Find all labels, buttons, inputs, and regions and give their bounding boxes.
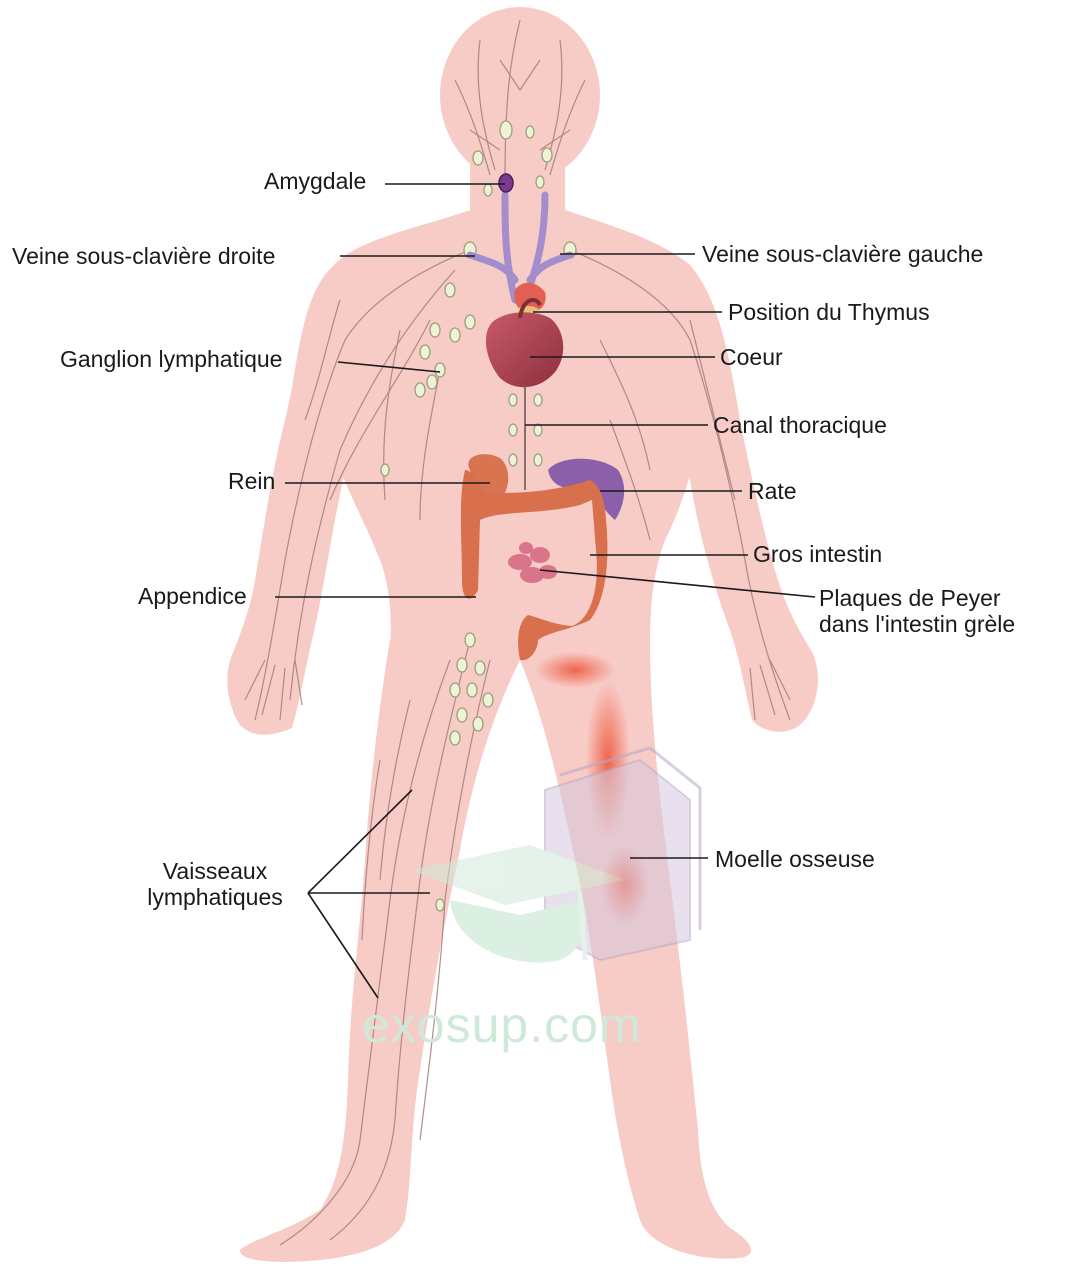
label-appendice: Appendice: [138, 583, 247, 609]
tonsil-shape: [499, 174, 513, 192]
label-vaisseaux-line2: lymphatiques: [130, 884, 300, 910]
label-position-thymus: Position du Thymus: [728, 299, 930, 325]
label-rein: Rein: [228, 468, 275, 494]
label-vaisseaux-line1: Vaisseaux: [130, 858, 300, 884]
label-plaques-line2: dans l'intestin grèle: [819, 611, 1015, 637]
label-plaques-de-peyer: Plaques de Peyer dans l'intestin grèle: [819, 585, 1015, 637]
label-canal-thoracique: Canal thoracique: [713, 412, 887, 438]
label-rate: Rate: [748, 478, 797, 504]
label-moelle-osseuse: Moelle osseuse: [715, 846, 875, 872]
label-veine-sous-claviere-gauche: Veine sous-clavière gauche: [702, 241, 983, 267]
label-ganglion-lymphatique: Ganglion lymphatique: [60, 346, 282, 372]
watermark-text: exosup.com: [362, 996, 642, 1054]
label-plaques-line1: Plaques de Peyer: [819, 585, 1015, 611]
label-veine-sous-claviere-droite: Veine sous-clavière droite: [12, 243, 275, 269]
label-gros-intestin: Gros intestin: [753, 541, 882, 567]
label-coeur: Coeur: [720, 344, 783, 370]
label-amygdale: Amygdale: [264, 168, 366, 194]
label-vaisseaux-lymphatiques: Vaisseaux lymphatiques: [130, 858, 300, 910]
